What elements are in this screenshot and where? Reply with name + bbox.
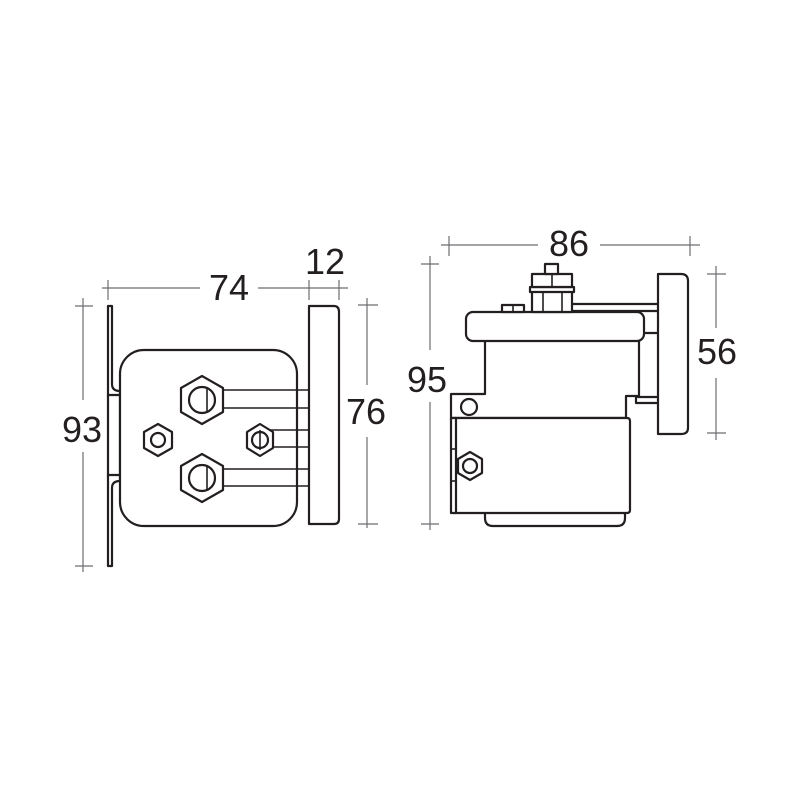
dimension-height-76: 76 [346,298,386,528]
small-nut-left [142,422,174,458]
small-stud [500,303,526,314]
mounting-bracket [106,304,122,568]
dimension-label-56: 56 [697,331,737,372]
bottom-foot [483,510,627,528]
side-small-nut [456,450,484,482]
lower-housing-back [449,338,641,420]
large-terminal-nut-top [179,374,225,426]
small-terminal-nut-right [245,422,275,458]
side-view: 86 95 56 [407,223,737,530]
hinge-strip [449,416,458,515]
upper-cap [464,310,646,343]
dimension-width-74: 74 [102,267,310,308]
lower-coil-box [453,416,632,515]
large-terminal-nut-bottom [179,452,225,504]
dimension-label-95: 95 [407,359,447,400]
side-base-plate [656,272,690,436]
dimension-label-86: 86 [549,223,589,264]
dimension-height-93: 93 [62,298,102,572]
dimension-label-12: 12 [305,241,345,282]
front-view: 74 12 93 76 [62,241,386,572]
dimension-label-93: 93 [62,409,102,450]
dimension-width-86: 86 [441,223,700,264]
dimension-base-thickness-12: 12 [305,241,348,300]
front-base-plate [307,304,341,526]
dimension-label-74: 74 [209,267,249,308]
dimension-height-56: 56 [697,266,737,440]
rivet [459,397,479,417]
dimension-label-76: 76 [346,391,386,432]
dimension-height-95: 95 [407,256,447,530]
terminal-post [528,262,576,314]
